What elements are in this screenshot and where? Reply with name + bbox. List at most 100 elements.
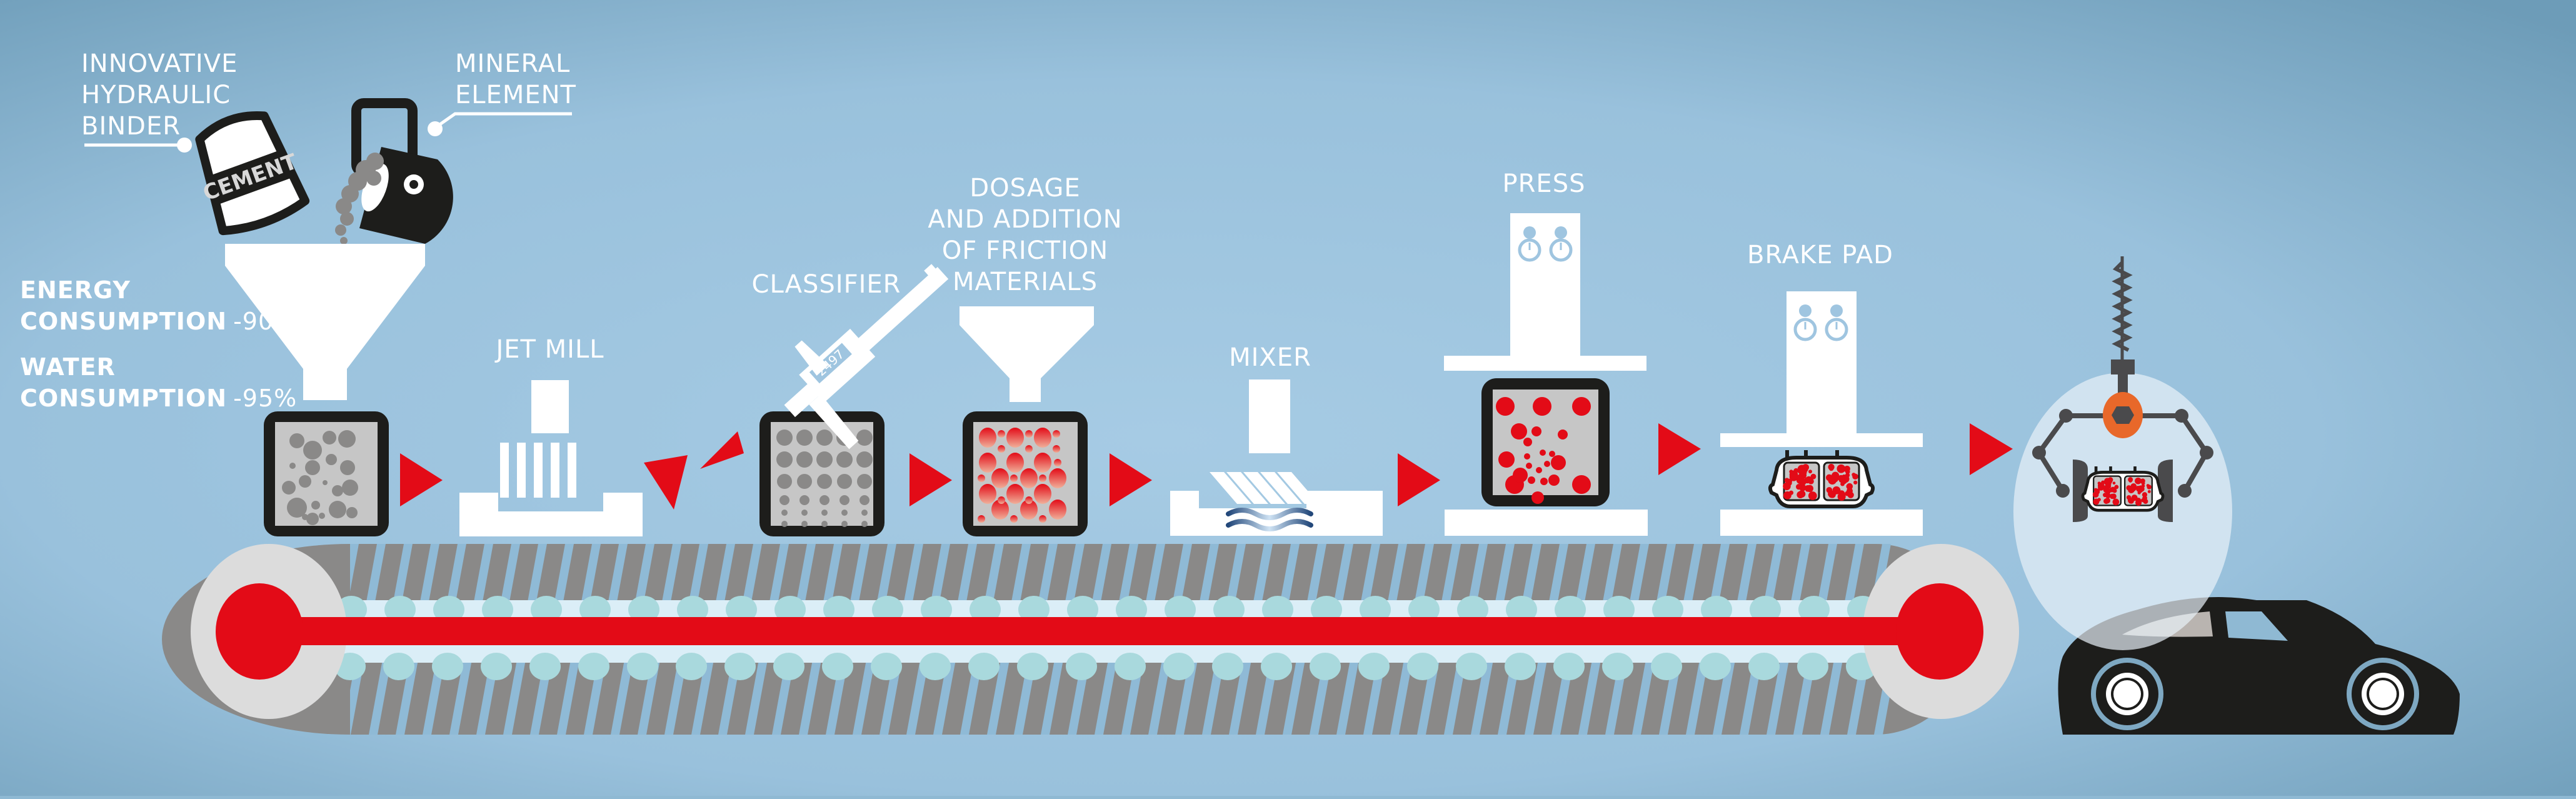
raw-particles: [282, 430, 358, 525]
friction-particle: [1053, 430, 1060, 438]
step-press: PRESS: [1444, 169, 1648, 536]
mineral-leader-line: [435, 112, 572, 129]
belt-bead: [1261, 653, 1292, 680]
pad-particle: [1788, 490, 1794, 495]
pad-particle: [1789, 473, 1798, 481]
belt-bead: [482, 596, 513, 623]
pressed-particle: [1524, 453, 1530, 460]
pressed-particle: [1526, 463, 1532, 469]
raw-particle: [340, 460, 355, 475]
friction-particle: [979, 428, 996, 448]
pad-particle: [1798, 490, 1806, 498]
belt-bead: [1505, 653, 1536, 680]
pad-particle: [2112, 488, 2117, 493]
belt-bead: [1116, 596, 1147, 623]
pad-particle: [1838, 475, 1845, 482]
pad-particle: [1837, 492, 1846, 501]
classified-particle: [801, 521, 808, 527]
pad-particle: [2128, 498, 2134, 504]
classified-particle: [841, 510, 848, 516]
water-wave-icon: [1226, 508, 1313, 520]
pad-particle: [1846, 483, 1852, 490]
pad-particle: [1808, 478, 1814, 485]
water-label-word: CONSUMPTION: [20, 384, 227, 412]
raw-particle: [282, 481, 296, 495]
press-label: PRESS: [1503, 169, 1586, 198]
raw-particle: [311, 501, 320, 510]
water-label-line1: WATER: [20, 353, 116, 381]
belt-bead: [1163, 653, 1195, 680]
pad-particle: [2128, 479, 2133, 483]
raw-particle: [302, 514, 308, 520]
classified-particle: [796, 451, 813, 468]
classified-particle: [779, 495, 789, 505]
belt-bead: [1797, 653, 1828, 680]
pad-particle: [2104, 485, 2107, 488]
friction-particle: [1010, 475, 1018, 482]
jet-mill-nozzles: [500, 443, 576, 498]
friction-particle: [978, 475, 985, 482]
belt-bead: [1165, 596, 1196, 623]
brake-press-gauges: [1793, 304, 1848, 341]
car-front-wheel: [2091, 658, 2163, 730]
belt-bead: [1506, 596, 1537, 623]
play-triangle-icon: [1970, 423, 2013, 475]
pressed-particle: [1533, 397, 1551, 416]
press-column: [1510, 213, 1580, 369]
step-jet-mill: JET MILL: [459, 335, 643, 536]
mineral-label-line2: ELEMENT: [455, 81, 576, 109]
classified-particle: [816, 430, 833, 446]
classified-particle: [797, 474, 812, 489]
classified-particle: [781, 521, 788, 527]
brake-press-column: [1787, 291, 1857, 435]
step-brake-pad: BRAKE PAD: [1720, 241, 1923, 536]
pad-particle: [1828, 466, 1834, 471]
pad-particle: [2103, 493, 2108, 498]
raw-particle: [342, 480, 358, 496]
friction-particle: [1020, 500, 1038, 520]
belt-bead: [1360, 596, 1391, 623]
belt-bead: [1555, 596, 1586, 623]
pressed-particle: [1531, 491, 1544, 504]
classified-particle: [837, 474, 852, 489]
friction-particle: [978, 515, 985, 523]
water-label-line2: CONSUMPTION-95%: [20, 384, 297, 412]
classified-particles: [776, 430, 873, 527]
classified-particle: [796, 430, 813, 446]
belt-bead: [773, 653, 804, 680]
belt-bead: [1603, 596, 1635, 623]
pad-particle: [1845, 469, 1850, 475]
pad-particle: [2097, 498, 2101, 501]
car-rear-wheel: [2347, 658, 2419, 730]
belt-bead: [1651, 653, 1682, 680]
classified-particle: [777, 474, 792, 489]
friction-particle: [1039, 475, 1046, 482]
classified-particle: [776, 430, 793, 446]
conveyor-belt-icon: [162, 544, 2019, 735]
pouring-bucket-icon: [335, 98, 453, 244]
pad-particle: [2105, 488, 2111, 495]
pad-particle: [1784, 485, 1790, 490]
friction-particle: [998, 430, 1005, 438]
press-platen: [1444, 356, 1646, 371]
raw-particle: [306, 513, 319, 525]
step-classifier: CLASSIFIER 2497: [752, 264, 949, 536]
belt-bead: [822, 653, 853, 680]
dosage-label-line2: AND ADDITION: [928, 205, 1122, 234]
pad-particle: [2112, 481, 2116, 485]
pad-particle: [1806, 485, 1813, 493]
belt-bead: [1457, 596, 1488, 623]
pressed-particle: [1548, 475, 1560, 486]
jet-mill-base: [459, 493, 643, 536]
spring-icon: [2112, 261, 2133, 352]
classified-particle: [776, 451, 793, 468]
belt-bead: [1067, 596, 1098, 623]
jet-mill-label: JET MILL: [494, 335, 604, 364]
pad-particle: [1789, 470, 1793, 474]
belt-bead: [1652, 596, 1683, 623]
pressed-particles: [1496, 397, 1591, 504]
play-triangle-icon: [1110, 453, 1152, 506]
belt-bead: [384, 596, 416, 623]
classified-particle: [856, 451, 873, 468]
pressed-particle: [1572, 475, 1591, 494]
